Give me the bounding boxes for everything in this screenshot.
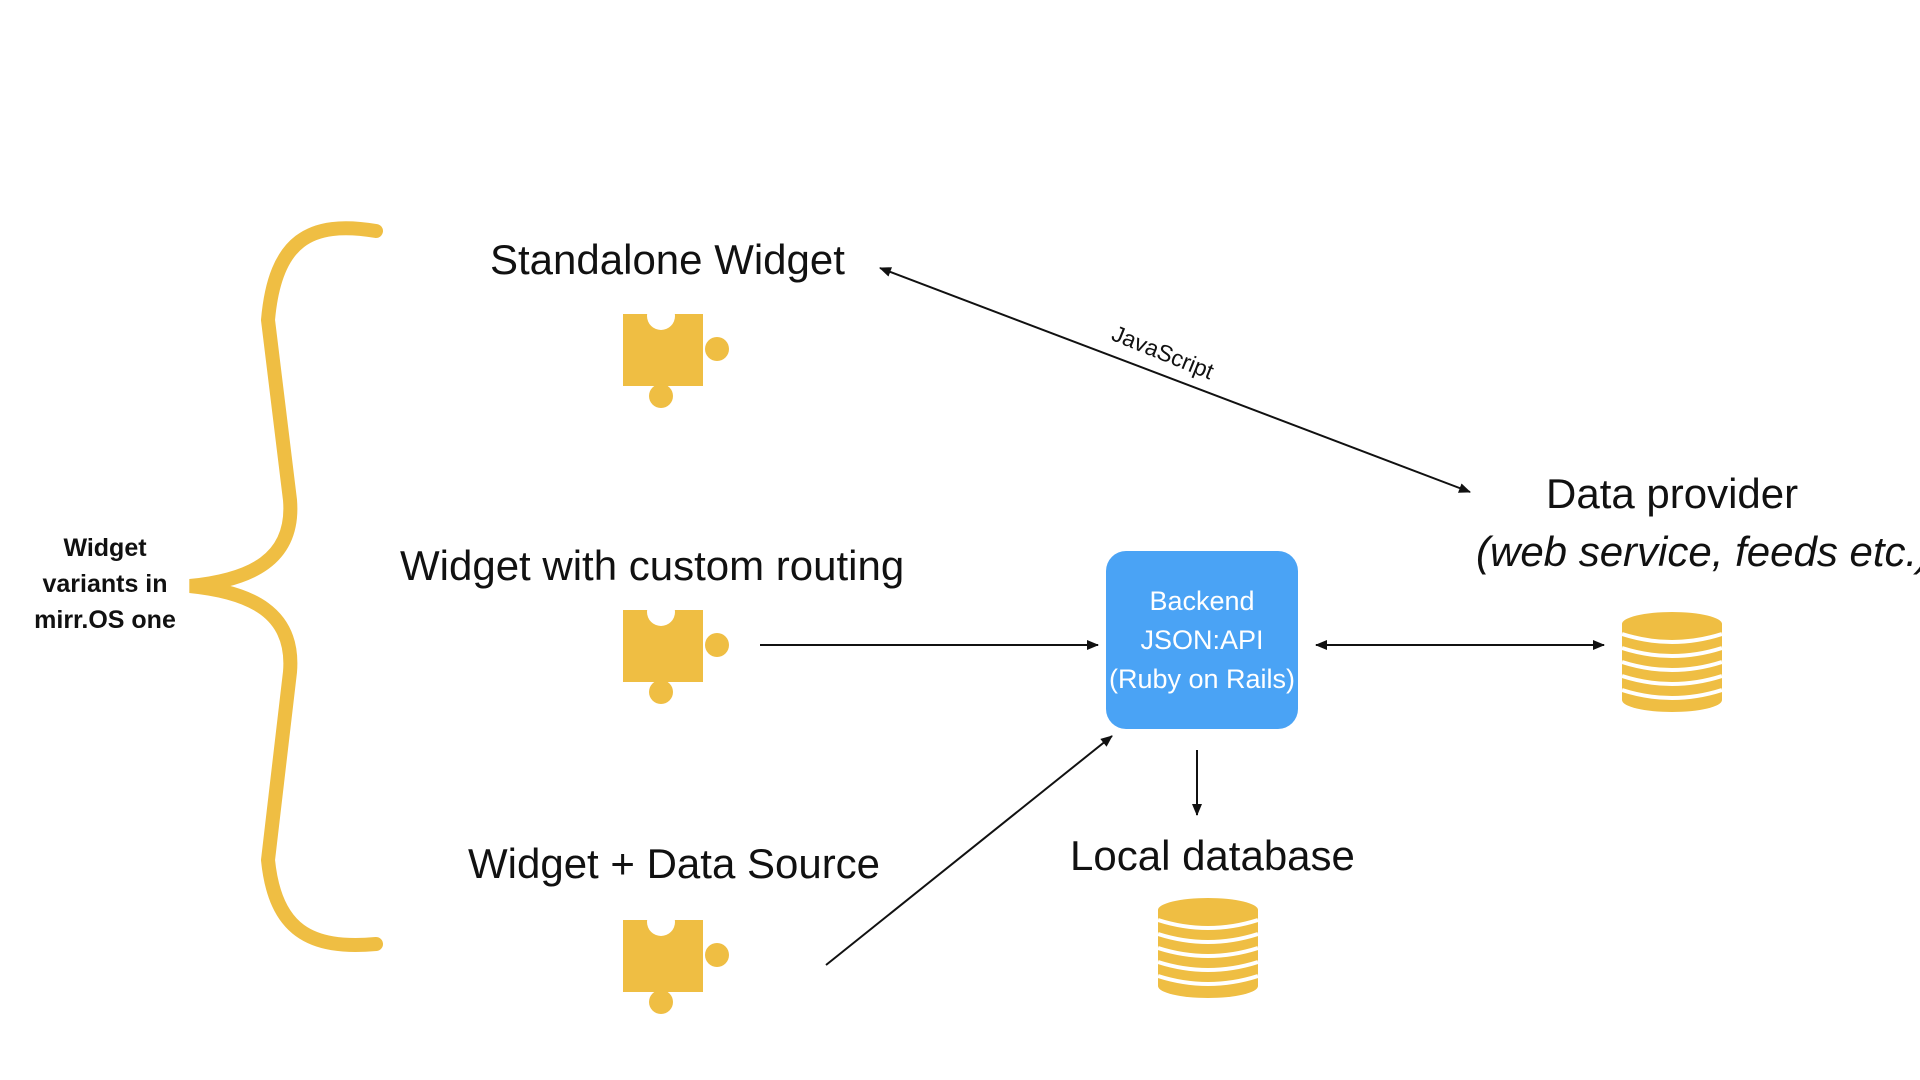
arrow-standalone-to-provider (879, 267, 1471, 493)
database-icon (1156, 896, 1260, 1000)
puzzle-piece-icon (623, 908, 729, 1014)
puzzle-piece-icon (623, 598, 729, 704)
data-source-widget-title: Widget + Data Source (468, 840, 881, 887)
puzzle-piece-icon (623, 302, 729, 408)
widget-variants-label: Widget variants in mirr.OS one (20, 530, 190, 638)
arrow-datasource-to-backend (825, 735, 1113, 966)
grouping-brace (189, 221, 383, 952)
backend-line: (Ruby on Rails) (1108, 663, 1296, 694)
local-database-title: Local database (1070, 832, 1355, 879)
data-provider-title: Data provider (1546, 470, 1799, 517)
variants-label-line: Widget (63, 534, 147, 562)
variants-label-line: variants in (42, 570, 168, 598)
standalone-widget-title: Standalone Widget (490, 236, 845, 283)
database-icon (1620, 610, 1724, 714)
variants-label-line: mirr.OS one (34, 606, 176, 634)
custom-routing-widget-title: Widget with custom routing (400, 542, 905, 589)
backend-line: Backend (1149, 585, 1255, 616)
data-provider-subtitle: (web service, feeds etc.) (1476, 528, 1920, 575)
backend-line: JSON:API (1140, 624, 1264, 655)
backend-node: Backend JSON:API (Ruby on Rails) (1106, 551, 1298, 729)
